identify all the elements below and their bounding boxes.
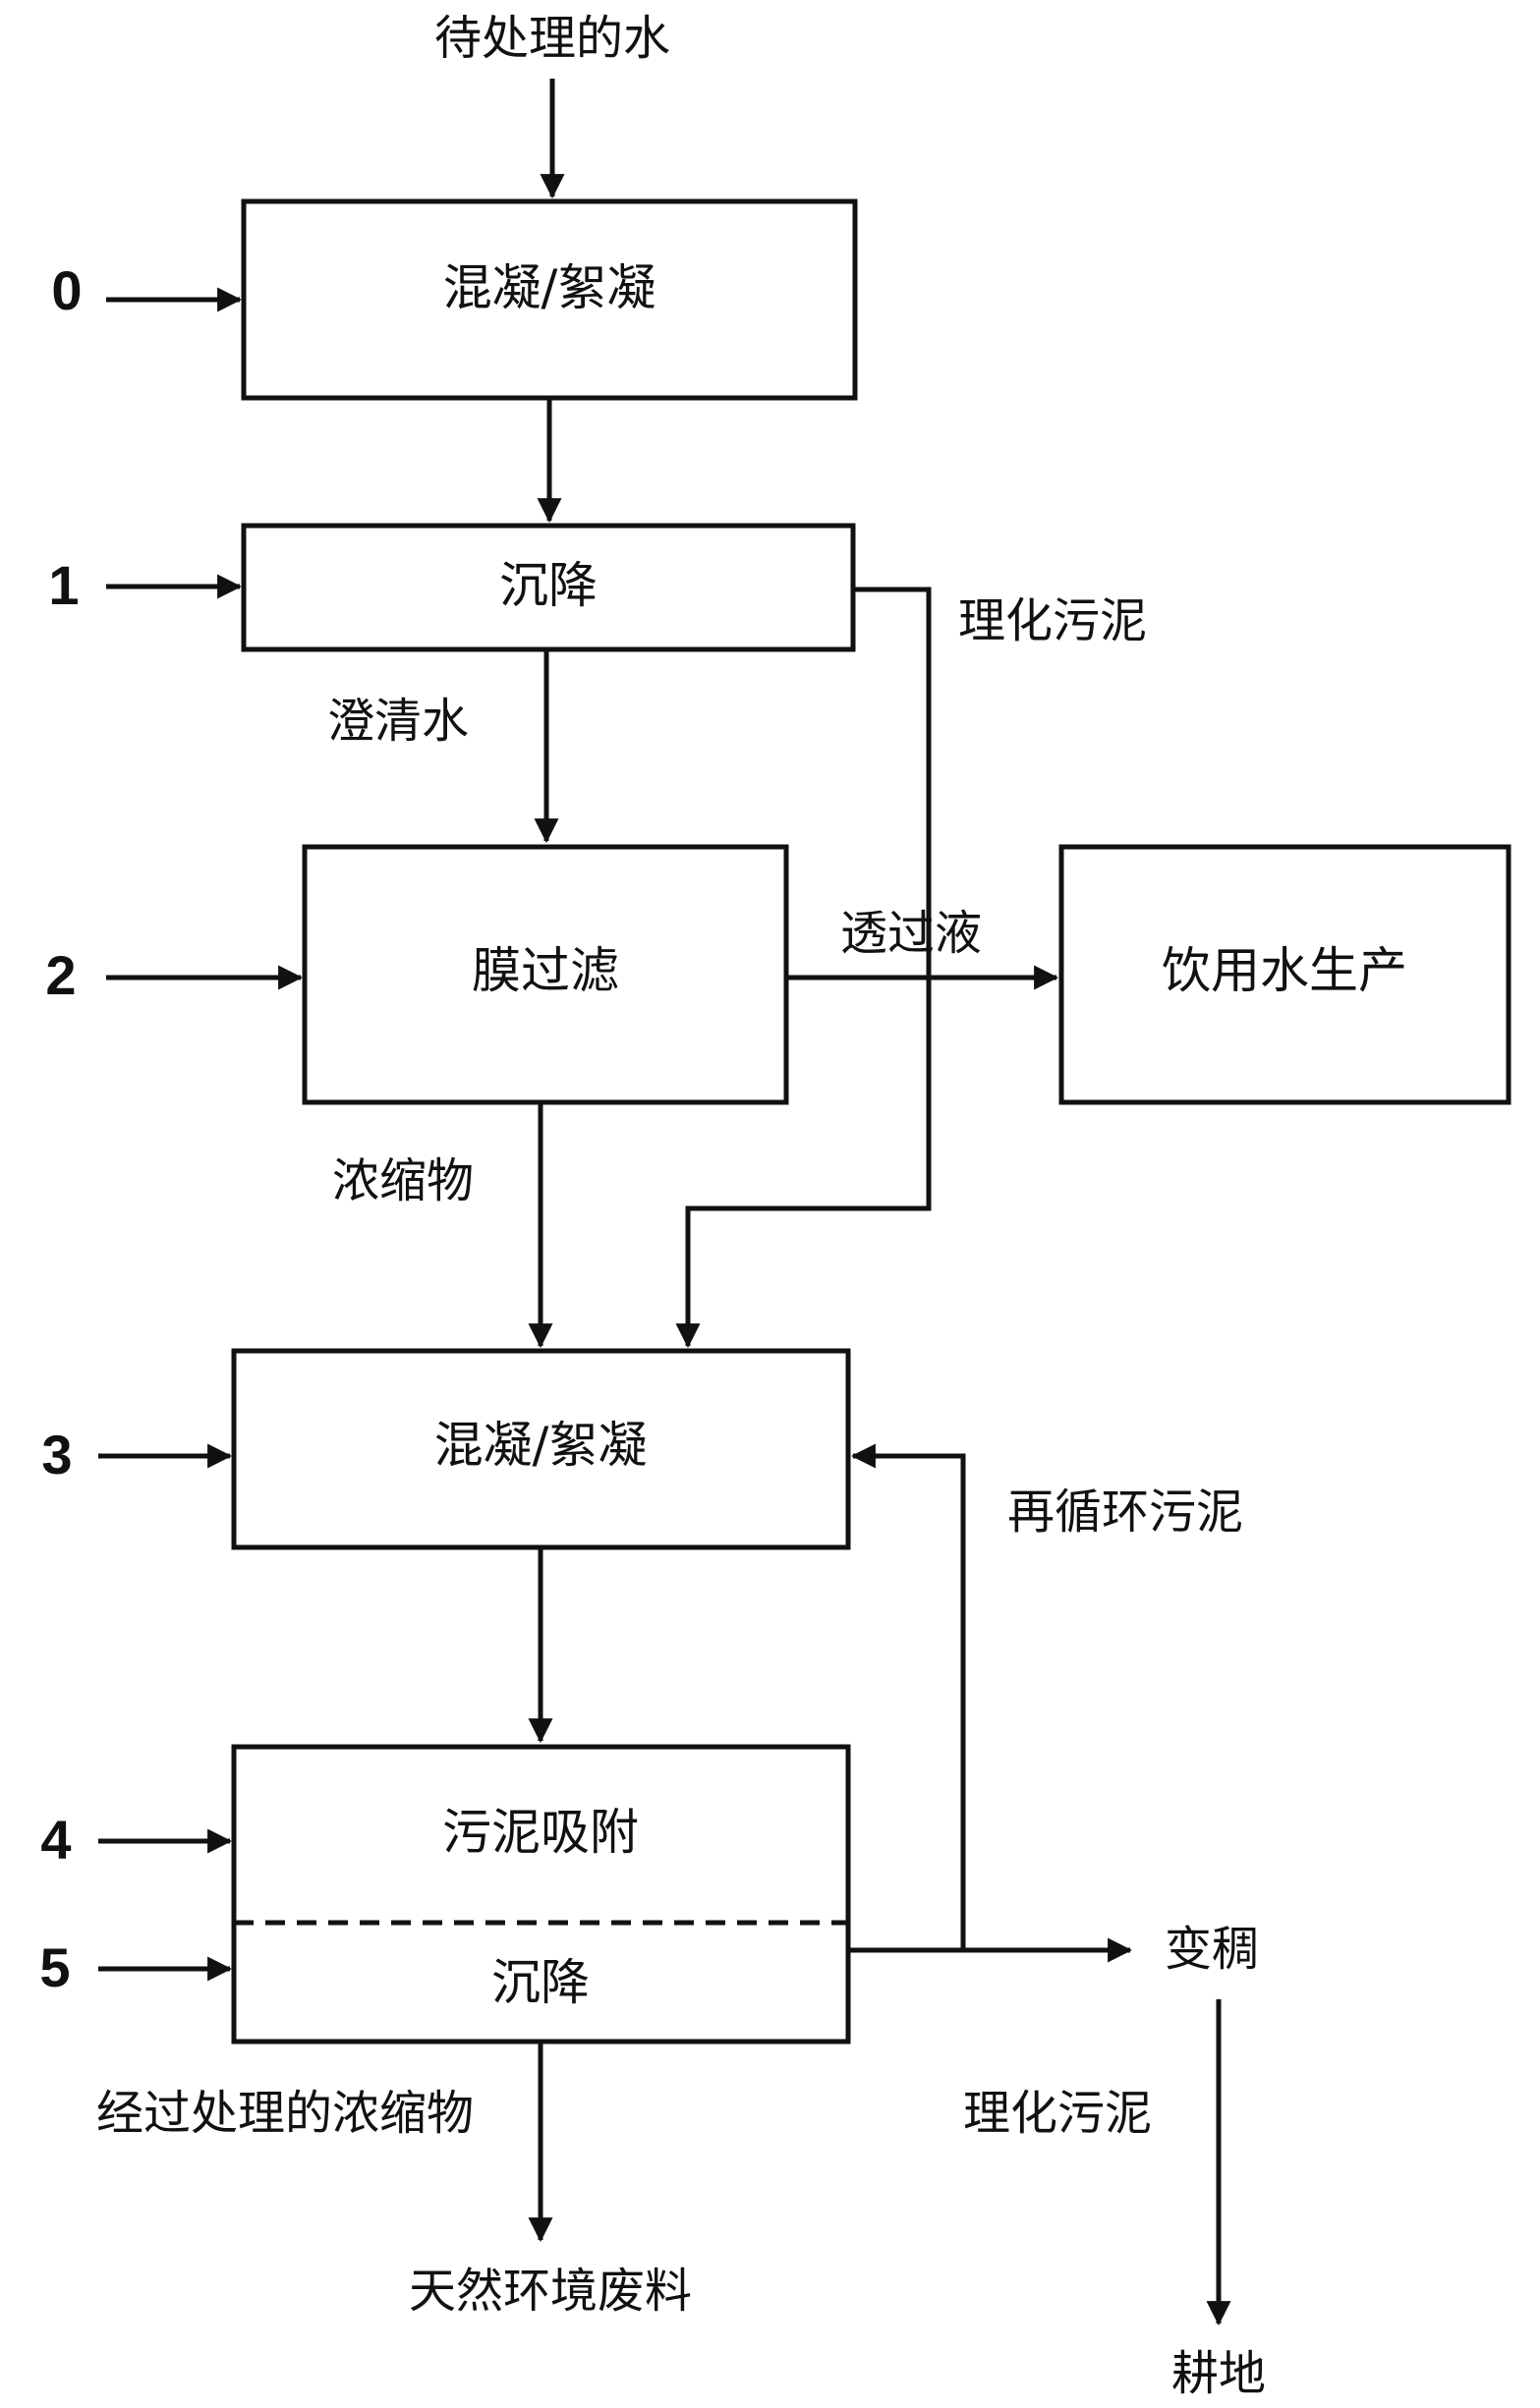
drinking-water-box [1058, 844, 1511, 1105]
treated-concentrate-label: 经过处理的浓缩物 [96, 2086, 474, 2141]
step-0: 0 [51, 259, 82, 321]
arrow-sludge-1 [675, 587, 932, 1349]
settling-label-1: 沉降 [499, 557, 598, 614]
arrow-recycle-sludge [850, 1443, 966, 1950]
farmland-label: 耕地 [1171, 2346, 1266, 2401]
sludge-label-1: 理化污泥 [958, 593, 1147, 648]
step-4: 4 [40, 1809, 71, 1871]
recycle-sludge-label: 再循环污泥 [1007, 1484, 1243, 1540]
permeate-label: 透过液 [840, 906, 982, 961]
clarified-water-label: 澄清水 [327, 694, 469, 749]
membrane-label: 膜过滤 [472, 942, 619, 999]
drinking-water-label: 饮用水生产 [1162, 942, 1407, 999]
step-2: 2 [45, 944, 76, 1006]
step-5: 5 [39, 1936, 70, 1998]
coagulation-label-2: 混凝/絮凝 [434, 1417, 648, 1474]
membrane-filtration-box [302, 844, 789, 1105]
sludge-label-2: 理化污泥 [963, 2086, 1152, 2141]
thickening-label: 变稠 [1165, 1922, 1259, 1977]
natural-waste-label: 天然环境废料 [409, 2264, 692, 2319]
step-3: 3 [41, 1424, 72, 1485]
adsorption-label: 污泥吸附 [442, 1804, 639, 1861]
settling-label-2: 沉降 [491, 1954, 590, 2011]
input-water-label: 待处理的水 [434, 11, 670, 66]
coagulation-label-1: 混凝/絮凝 [443, 259, 656, 316]
step-1: 1 [48, 554, 79, 616]
concentrate-label: 浓缩物 [332, 1153, 474, 1208]
